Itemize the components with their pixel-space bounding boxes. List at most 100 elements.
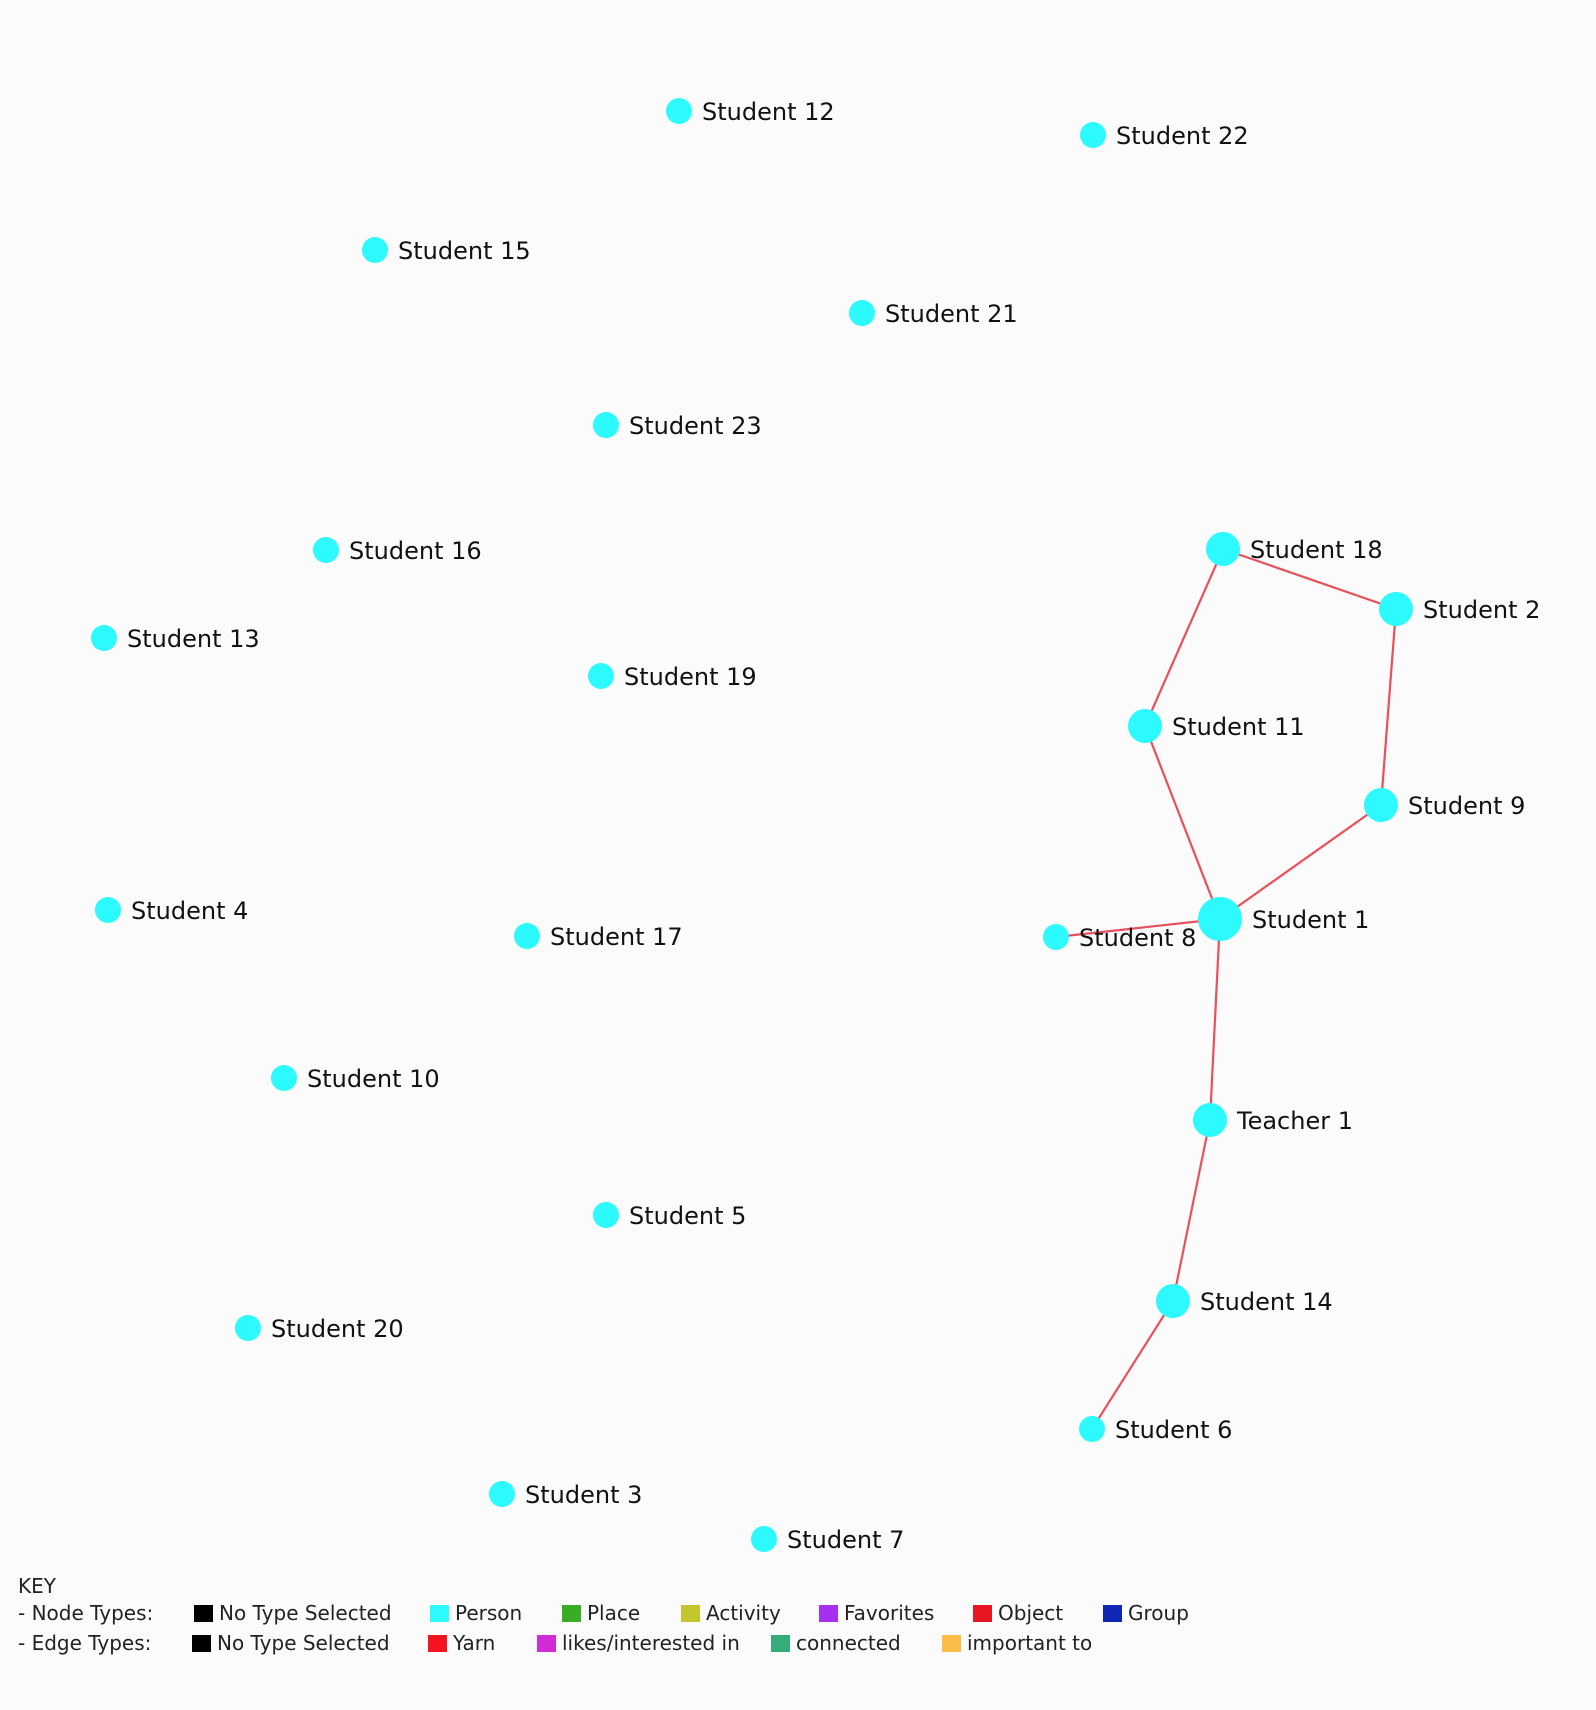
graph-node[interactable]: Student 19 bbox=[588, 663, 757, 691]
node-circle[interactable] bbox=[489, 1481, 515, 1507]
graph-node[interactable]: Student 1 bbox=[1198, 897, 1369, 941]
node-label: Student 18 bbox=[1250, 536, 1383, 564]
graph-edge[interactable] bbox=[1091, 1300, 1174, 1430]
node-label: Student 4 bbox=[131, 897, 248, 925]
node-circle[interactable] bbox=[514, 923, 540, 949]
node-type-swatch bbox=[819, 1605, 838, 1622]
graph-node[interactable]: Student 11 bbox=[1128, 709, 1305, 743]
edge-type-no-type-selected: No Type Selected bbox=[192, 1630, 390, 1656]
network-graph: Student 12 Student 22 Student 15 Student 21… bbox=[91, 98, 1540, 1554]
graph-node[interactable]: Student 2 bbox=[1379, 592, 1540, 626]
graph-node[interactable]: Student 5 bbox=[593, 1202, 746, 1230]
edge-type-label: No Type Selected bbox=[217, 1631, 390, 1655]
graph-node[interactable]: Student 16 bbox=[313, 537, 482, 565]
node-types-label: - Node Types: bbox=[18, 1601, 154, 1625]
node-type-place: Place bbox=[562, 1600, 640, 1626]
node-type-swatch bbox=[1103, 1605, 1122, 1622]
graph-node[interactable]: Student 9 bbox=[1364, 788, 1525, 822]
edge-type-swatch bbox=[428, 1635, 447, 1652]
node-circle[interactable] bbox=[588, 663, 614, 689]
node-circle[interactable] bbox=[313, 537, 339, 563]
node-circle[interactable] bbox=[1364, 788, 1398, 822]
edge-type-yarn: Yarn bbox=[428, 1630, 495, 1656]
node-type-label: Favorites bbox=[844, 1601, 935, 1625]
node-type-favorites: Favorites bbox=[819, 1600, 934, 1626]
graph-node[interactable]: Student 3 bbox=[489, 1481, 642, 1509]
graph-node[interactable]: Student 17 bbox=[514, 923, 683, 951]
node-circle[interactable] bbox=[593, 412, 619, 438]
node-circle[interactable] bbox=[95, 897, 121, 923]
edge-type-likes-interested-in: likes/interested in bbox=[537, 1630, 740, 1656]
node-circle[interactable] bbox=[1128, 709, 1162, 743]
node-circle[interactable] bbox=[91, 625, 117, 651]
node-label: Student 10 bbox=[307, 1065, 440, 1093]
graph-node[interactable]: Student 14 bbox=[1156, 1284, 1333, 1318]
node-type-swatch bbox=[562, 1605, 581, 1622]
edge-type-important-to: important to bbox=[942, 1630, 1092, 1656]
graph-node[interactable]: Student 8 bbox=[1043, 924, 1196, 952]
graph-node[interactable]: Student 18 bbox=[1206, 532, 1383, 566]
graph-node[interactable]: Student 13 bbox=[91, 625, 260, 653]
edge-type-swatch bbox=[942, 1635, 961, 1652]
edge-type-label: important to bbox=[967, 1631, 1093, 1655]
graph-edge[interactable] bbox=[1055, 917, 1221, 939]
node-label: Student 14 bbox=[1200, 1288, 1333, 1316]
graph-node[interactable]: Student 23 bbox=[593, 412, 762, 440]
node-circle[interactable] bbox=[235, 1315, 261, 1341]
graph-node[interactable]: Student 6 bbox=[1079, 1416, 1232, 1444]
node-circle[interactable] bbox=[1206, 532, 1240, 566]
node-type-swatch bbox=[430, 1605, 449, 1622]
graph-edge[interactable] bbox=[1219, 804, 1382, 920]
graph-node[interactable]: Student 12 bbox=[666, 98, 835, 126]
node-circle[interactable] bbox=[1193, 1103, 1227, 1137]
node-label: Student 8 bbox=[1079, 924, 1196, 952]
edge-layer bbox=[1055, 547, 1398, 1430]
graph-edge[interactable] bbox=[1143, 548, 1225, 727]
node-label: Student 7 bbox=[787, 1526, 904, 1554]
node-circle[interactable] bbox=[1080, 122, 1106, 148]
node-label: Student 9 bbox=[1408, 792, 1525, 820]
edge-type-swatch bbox=[192, 1635, 211, 1652]
node-label: Teacher 1 bbox=[1236, 1107, 1353, 1135]
graph-node[interactable]: Student 15 bbox=[362, 237, 531, 265]
edge-types-label: - Edge Types: bbox=[18, 1631, 152, 1655]
node-circle[interactable] bbox=[362, 237, 388, 263]
graph-edge[interactable] bbox=[1143, 725, 1222, 920]
node-circle[interactable] bbox=[1079, 1416, 1105, 1442]
graph-node[interactable]: Student 21 bbox=[849, 300, 1018, 328]
graph-edge[interactable] bbox=[1208, 918, 1222, 1121]
node-type-label: Activity bbox=[706, 1601, 781, 1625]
node-type-label: Place bbox=[587, 1601, 641, 1625]
graph-node[interactable]: Student 7 bbox=[751, 1526, 904, 1554]
node-label: Student 21 bbox=[885, 300, 1018, 328]
graph-edge[interactable] bbox=[1222, 547, 1397, 611]
node-label: Student 11 bbox=[1172, 713, 1305, 741]
node-label: Student 15 bbox=[398, 237, 531, 265]
node-type-person: Person bbox=[430, 1600, 522, 1626]
graph-node[interactable]: Student 22 bbox=[1080, 122, 1249, 150]
node-type-no-type-selected: No Type Selected bbox=[194, 1600, 392, 1626]
node-circle[interactable] bbox=[1379, 592, 1413, 626]
graph-node[interactable]: Student 10 bbox=[271, 1065, 440, 1093]
edge-type-swatch bbox=[537, 1635, 556, 1652]
edge-type-swatch bbox=[771, 1635, 790, 1652]
graph-node[interactable]: Student 4 bbox=[95, 897, 248, 925]
node-type-activity: Activity bbox=[681, 1600, 781, 1626]
node-label: Student 6 bbox=[1115, 1416, 1232, 1444]
edge-type-label: connected bbox=[796, 1631, 901, 1655]
node-type-swatch bbox=[973, 1605, 992, 1622]
node-circle[interactable] bbox=[1198, 897, 1242, 941]
node-type-object: Object bbox=[973, 1600, 1063, 1626]
node-circle[interactable] bbox=[849, 300, 875, 326]
graph-edge[interactable] bbox=[1171, 1119, 1212, 1302]
node-circle[interactable] bbox=[1156, 1284, 1190, 1318]
graph-edge[interactable] bbox=[1379, 608, 1398, 806]
node-type-label: Group bbox=[1128, 1601, 1189, 1625]
graph-node[interactable]: Teacher 1 bbox=[1193, 1103, 1353, 1137]
node-circle[interactable] bbox=[271, 1065, 297, 1091]
node-circle[interactable] bbox=[751, 1526, 777, 1552]
graph-node[interactable]: Student 20 bbox=[235, 1315, 404, 1343]
node-circle[interactable] bbox=[666, 98, 692, 124]
node-circle[interactable] bbox=[1043, 924, 1069, 950]
node-circle[interactable] bbox=[593, 1202, 619, 1228]
